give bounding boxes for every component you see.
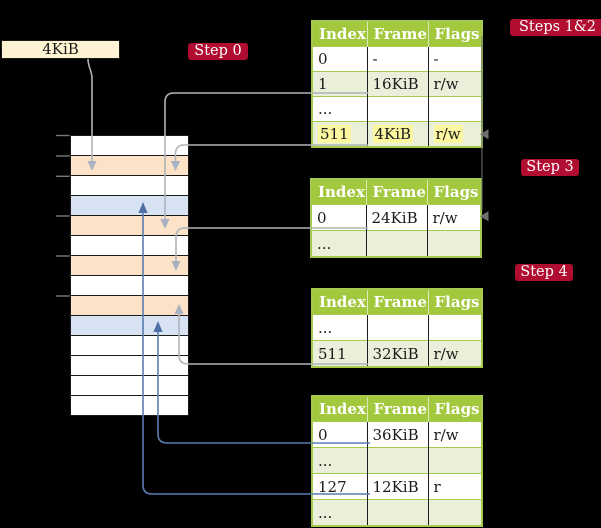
col-header-flags: Flags [426, 179, 481, 205]
cell-frame [366, 314, 428, 341]
col-header-index: Index [311, 179, 366, 205]
cell-frame: 12KiB [366, 473, 428, 500]
memory-row [71, 216, 188, 236]
page-table-step-3: Index Frame Flags 0 24KiB r/w ... [310, 178, 482, 258]
col-header-flags: Flags [427, 396, 482, 422]
cell-flags: r/w [427, 340, 482, 367]
page-table-step-4-lower: Index Frame Flags 0 36KiB r/w ... 127 12… [311, 395, 483, 527]
frame-size-box: 4KiB [1, 40, 120, 59]
col-header-frame: Frame [365, 179, 427, 205]
badge-step-4: Step 4 [515, 264, 573, 281]
memory-tick-marks [56, 134, 70, 297]
col-header-frame: Frame [366, 289, 428, 315]
table-row: 511 32KiB r/w [312, 340, 482, 367]
cell-flags: - [427, 46, 482, 72]
memory-row [71, 176, 188, 196]
badge-step-0: Step 0 [188, 43, 248, 60]
cell-frame: 24KiB [365, 204, 427, 231]
cell-flags [427, 96, 482, 122]
cell-index: ... [312, 314, 367, 341]
memory-row [71, 196, 188, 216]
table-row: 127 12KiB r [312, 473, 482, 500]
table-row: ... [312, 314, 482, 341]
highlight: 511 [318, 125, 351, 143]
table-row: 0 24KiB r/w [311, 204, 481, 231]
cell-index: ... [312, 96, 367, 122]
cell-frame: 36KiB [366, 421, 428, 448]
cell-frame: 32KiB [366, 340, 428, 367]
col-header-index: Index [312, 396, 367, 422]
table-row: ... [312, 499, 482, 526]
cell-index: 511 [312, 340, 367, 367]
table-row: 0 36KiB r/w [312, 421, 482, 448]
memory-row [71, 136, 188, 156]
cell-index: 1 [312, 71, 367, 97]
memory-row [71, 156, 188, 176]
memory-row [71, 376, 188, 396]
cell-frame: 4KiB [366, 121, 428, 147]
memory-row [71, 336, 188, 356]
table-header-row: Index Frame Flags [312, 21, 482, 47]
badge-step-3: Step 3 [521, 159, 579, 176]
table-row: ... [312, 96, 482, 122]
cell-flags: r [427, 473, 482, 500]
badge-steps-1-2: Steps 1&2 [510, 19, 601, 36]
col-header-flags: Flags [427, 21, 482, 47]
highlight: 4KiB [372, 125, 414, 143]
table-header-row: Index Frame Flags [312, 289, 482, 315]
table-header-row: Index Frame Flags [312, 396, 482, 422]
cell-index: ... [311, 230, 366, 257]
memory-row [71, 356, 188, 376]
table-header-row: Index Frame Flags [311, 179, 481, 205]
memory-row [71, 276, 188, 296]
memory-row [71, 236, 188, 256]
col-header-frame: Frame [366, 21, 428, 47]
table-row: 0 - - [312, 46, 482, 72]
col-header-frame: Frame [366, 396, 428, 422]
cell-index: 511 [312, 121, 367, 147]
memory-row [71, 296, 188, 316]
cell-index: ... [312, 499, 367, 526]
cell-frame [366, 96, 428, 122]
cell-index: 0 [312, 46, 367, 72]
cell-flags: r/w [426, 204, 481, 231]
col-header-flags: Flags [427, 289, 482, 315]
cell-flags [427, 314, 482, 341]
cell-index: 0 [312, 421, 367, 448]
cell-index: ... [312, 447, 367, 474]
col-header-index: Index [312, 21, 367, 47]
cell-frame [365, 230, 427, 257]
cell-frame [366, 499, 428, 526]
cell-frame [366, 447, 428, 474]
cell-flags: r/w [427, 421, 482, 448]
highlight: r/w [433, 125, 463, 143]
cell-frame: 16KiB [366, 71, 428, 97]
cell-index: 127 [312, 473, 367, 500]
table-row: ... [312, 447, 482, 474]
cell-flags [426, 230, 481, 257]
page-table-steps-1-2: Index Frame Flags 0 - - 1 16KiB r/w ... [311, 20, 483, 148]
memory-row [71, 256, 188, 276]
table-row: 1 16KiB r/w [312, 71, 482, 97]
physical-memory-column [70, 135, 189, 416]
cell-flags: r/w [427, 121, 482, 147]
col-header-index: Index [312, 289, 367, 315]
cell-flags [427, 499, 482, 526]
cell-flags: r/w [427, 71, 482, 97]
left-arrowhead [480, 211, 489, 222]
page-table-step-4-upper: Index Frame Flags ... 511 32KiB r/w [311, 288, 483, 368]
table-row: ... [311, 230, 481, 257]
cell-index: 0 [311, 204, 366, 231]
cell-flags [427, 447, 482, 474]
table-row-highlighted: 511 4KiB r/w [312, 121, 482, 147]
memory-row [71, 396, 188, 415]
cell-frame: - [366, 46, 428, 72]
memory-row [71, 316, 188, 336]
